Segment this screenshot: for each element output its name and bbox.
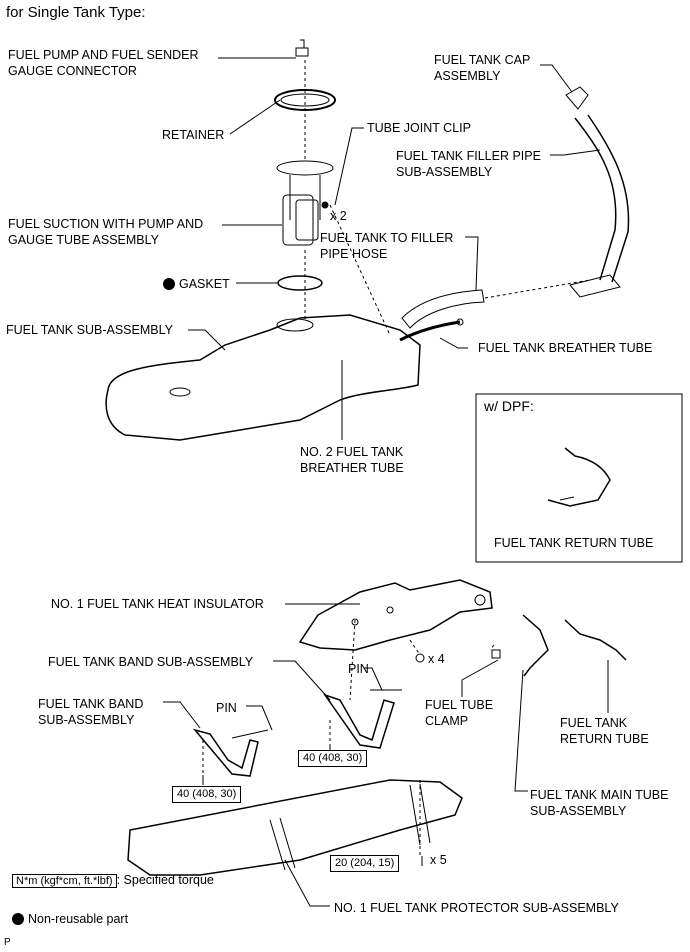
return-tube-shape: [564, 619, 627, 661]
legend-nonreusable-text: Non-reusable part: [28, 912, 129, 926]
band-2: [192, 728, 259, 777]
leader-breather-tube: [439, 337, 468, 349]
protector-shape: [127, 779, 463, 876]
label-pump-connector: FUEL PUMP AND FUEL SENDER GAUGE CONNECTO…: [8, 48, 199, 78]
dpf-box-border: [475, 393, 683, 563]
label-breather-tube: FUEL TANK BREATHER TUBE: [478, 341, 653, 355]
gasket-text: GASKET: [179, 277, 230, 291]
label-pin-1: PIN: [348, 662, 369, 676]
legend-torque: N*m (kgf*cm, ft.*lbf): Specified torque: [12, 872, 214, 889]
retainer-ring: [274, 89, 336, 111]
label-no2-breather: NO. 2 FUEL TANK BREATHER TUBE: [300, 445, 404, 475]
leader-filler-pipe: [550, 149, 601, 156]
label-return-tube: FUEL TANK RETURN TUBE: [560, 716, 649, 746]
label-main-tube: FUEL TANK MAIN TUBE SUB-ASSEMBLY: [530, 788, 669, 818]
label-pin-2: PIN: [216, 701, 237, 715]
label-heat-insulator: NO. 1 FUEL TANK HEAT INSULATOR: [51, 597, 264, 611]
gasket-ring: [277, 275, 323, 291]
torque-box-3: 20 (204, 15): [330, 855, 400, 872]
leader-filler-hose: [465, 236, 479, 291]
nonreusable-dot-icon: [12, 913, 24, 925]
label-x5: x 5: [430, 853, 447, 867]
nonreusable-dot-icon: [163, 278, 175, 290]
leader-protector: [284, 859, 330, 907]
label-x4: x 4: [428, 652, 445, 666]
leader-fuel-tube-clamp: [461, 659, 499, 697]
connector-shape: [295, 39, 309, 57]
label-gasket: GASKET: [163, 276, 230, 292]
label-protector: NO. 1 FUEL TANK PROTECTOR SUB-ASSEMBLY: [334, 901, 619, 915]
legend-torque-text: : Specified torque: [116, 873, 214, 887]
torque-box-2: 40 (408, 30): [172, 786, 242, 803]
label-x2: x 2: [330, 209, 347, 223]
breather-tube: [399, 320, 461, 342]
diagram-heading: for Single Tank Type:: [6, 4, 146, 21]
filler-pipe: [574, 114, 630, 283]
label-fuel-cap: FUEL TANK CAP ASSEMBLY: [434, 53, 531, 83]
clamp-shape: [491, 649, 501, 659]
leader-band-sub-1: [273, 660, 331, 701]
leader-dpf-return: [559, 496, 575, 501]
leader-retainer: [229, 99, 281, 135]
label-tube-joint-clip: TUBE JOINT CLIP: [367, 121, 471, 135]
footer-code: P: [4, 937, 11, 948]
fuel-cap: [565, 86, 589, 110]
label-fuel-tube-clamp: FUEL TUBE CLAMP: [425, 698, 494, 728]
leader-main-tube: [514, 669, 528, 792]
pin-2-shape: [231, 729, 269, 739]
label-fuel-suction: FUEL SUCTION WITH PUMP AND GAUGE TUBE AS…: [8, 217, 204, 247]
torque-box-1: 40 (408, 30): [298, 750, 368, 767]
leader-fuel-cap: [540, 64, 573, 93]
label-filler-pipe: FUEL TANK FILLER PIPE SUB-ASSEMBLY: [396, 149, 541, 179]
washer: [415, 653, 425, 663]
leader-pin-1: [364, 667, 383, 691]
leader-pin-2: [246, 705, 273, 731]
legend-nonreusable: Non-reusable part: [12, 911, 128, 927]
filler-hose: [401, 289, 485, 329]
leader-tank-sub: [188, 329, 226, 351]
heat-insulator: [298, 579, 493, 651]
dpf-box-label: FUEL TANK RETURN TUBE: [494, 536, 654, 550]
label-retainer: RETAINER: [162, 128, 225, 142]
leader-tube-joint-clip: [334, 127, 364, 206]
label-band-sub-1: FUEL TANK BAND SUB-ASSEMBLY: [48, 655, 254, 669]
band-1: [323, 693, 395, 749]
label-filler-hose: FUEL TANK TO FILLER PIPE HOSE: [320, 231, 454, 261]
legend-torque-unit: N*m (kgf*cm, ft.*lbf): [12, 874, 117, 888]
label-band-sub-2: FUEL TANK BAND SUB-ASSEMBLY: [38, 697, 144, 727]
fuel-tank-shape: [105, 314, 421, 441]
pump-body: [282, 194, 314, 246]
label-tank-sub: FUEL TANK SUB-ASSEMBLY: [6, 323, 173, 337]
dpf-return-tube: [547, 447, 611, 507]
main-tube-shape: [522, 614, 549, 677]
pump-flange: [276, 160, 334, 176]
leader-band-sub-2: [163, 701, 201, 729]
dpf-box-title: w/ DPF:: [484, 398, 534, 414]
